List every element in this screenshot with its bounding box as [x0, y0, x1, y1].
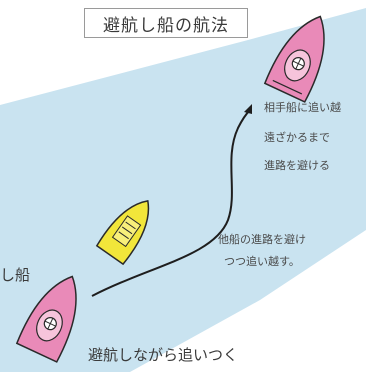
top-note-line2: 遠ざかるまで [264, 128, 330, 148]
mid-note-line1: 他船の進路を避け [218, 230, 306, 250]
top-note-line1: 相手船に追い越 [264, 98, 341, 118]
top-note-line3: 進路を避ける [264, 156, 330, 176]
diagram-title: 避航し船の航法 [84, 8, 248, 38]
mid-note-line2: つつ追い越す。 [224, 252, 300, 272]
left-ship-label: し船 [0, 264, 30, 285]
bottom-caption: 避航しながら追いつく [88, 344, 238, 365]
